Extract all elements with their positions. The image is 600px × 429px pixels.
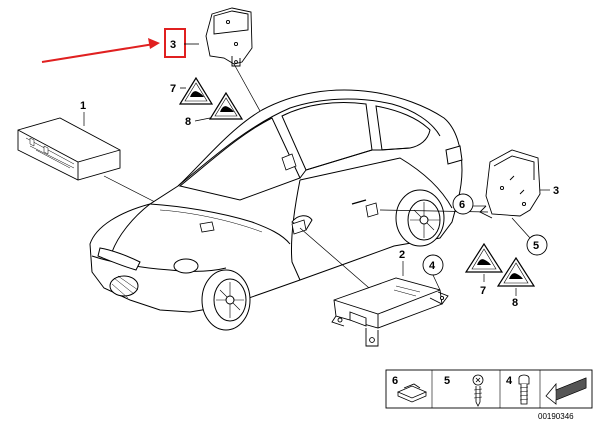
warning-label-7-right: 7 bbox=[464, 242, 504, 297]
legend-item-6: 6 bbox=[392, 375, 398, 387]
arrow-symbol-icon bbox=[545, 377, 587, 405]
car-illustration bbox=[89, 89, 463, 331]
side-sensor-bracket bbox=[479, 149, 541, 219]
airbag-control-unit bbox=[331, 277, 449, 347]
warning-label-8-top: 8 bbox=[185, 91, 244, 128]
clip-nut-icon bbox=[396, 383, 428, 403]
diagram-id: 00190346 bbox=[538, 412, 574, 421]
parts-legend: 6 5 4 bbox=[385, 369, 593, 409]
svg-text:8: 8 bbox=[185, 116, 191, 128]
svg-text:8: 8 bbox=[512, 297, 518, 309]
callout-6-circle bbox=[452, 193, 474, 215]
control-module-box bbox=[17, 117, 121, 181]
upper-sensor-bracket bbox=[205, 7, 253, 67]
callout-1: 1 bbox=[80, 100, 86, 112]
callout-3-right: 3 bbox=[553, 185, 559, 197]
callout-6: 6 bbox=[459, 199, 465, 211]
sensor-b-pillar bbox=[281, 153, 297, 171]
screw-icon bbox=[472, 374, 484, 407]
callout-4: 4 bbox=[429, 260, 436, 272]
highlight-box bbox=[164, 28, 186, 58]
warning-label-7-top: 7 bbox=[170, 76, 214, 105]
red-pointer-arrow bbox=[41, 38, 160, 63]
callout-5: 5 bbox=[533, 240, 539, 252]
svg-text:7: 7 bbox=[480, 285, 486, 297]
legend-item-4: 4 bbox=[506, 375, 513, 387]
callout-2: 2 bbox=[399, 249, 405, 261]
svg-text:7: 7 bbox=[170, 83, 176, 95]
callout-3-top: 3 bbox=[170, 39, 176, 51]
bolt-icon bbox=[518, 374, 530, 405]
sensor-under-hood bbox=[199, 221, 215, 233]
callout-5-circle bbox=[526, 234, 548, 256]
warning-label-8-right: 8 bbox=[496, 256, 536, 309]
legend-item-5: 5 bbox=[444, 375, 450, 387]
sensor-door bbox=[365, 202, 379, 218]
